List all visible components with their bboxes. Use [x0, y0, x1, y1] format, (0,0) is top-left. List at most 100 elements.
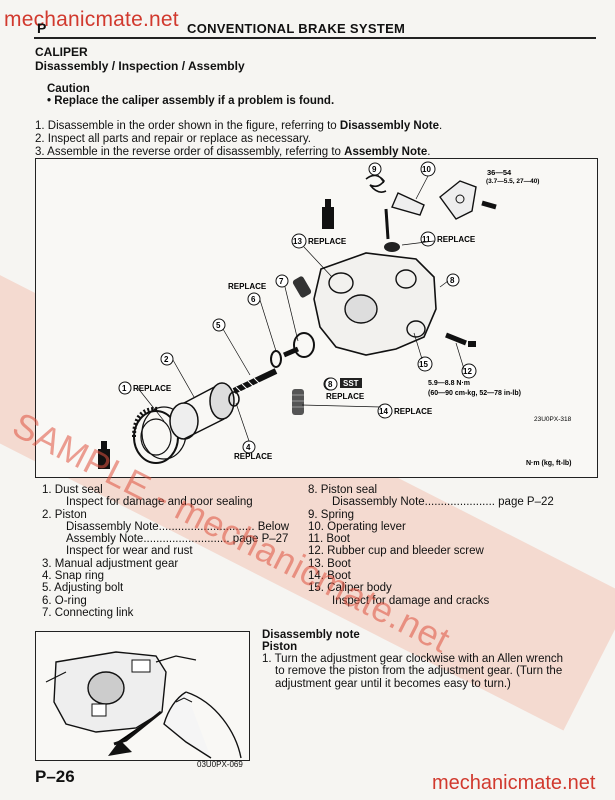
parts-list-item: 5. Adjusting bolt	[42, 582, 124, 595]
grease-bottle-2	[98, 441, 110, 469]
parts-list-item: 9. Spring	[308, 508, 355, 521]
svg-text:15: 15	[419, 360, 428, 369]
replace-label-1: REPLACE	[133, 384, 172, 393]
parts-list-item: 8. Piston seal	[308, 484, 378, 496]
parts-list-item: 6. O-ring	[42, 594, 87, 607]
svg-text:7: 7	[279, 277, 284, 286]
caution-bullet: • Replace the caliper assembly if a prob…	[47, 95, 335, 107]
callout-9: 9	[368, 162, 382, 176]
section-subtitle: Disassembly / Inspection / Assembly	[35, 59, 245, 73]
piston-removal-figure	[35, 631, 250, 761]
callout-6: REPLACE 6	[228, 282, 267, 306]
operating-lever-drawing	[365, 174, 425, 252]
piston-seal-drawing	[293, 332, 315, 358]
step-3: 3. Assemble in the reverse order of disa…	[35, 146, 431, 158]
callout-8-real: 8	[446, 273, 460, 287]
snap-ring-drawing	[228, 391, 240, 407]
bracket-drawing	[439, 180, 497, 220]
callout-10: 10	[420, 161, 436, 177]
exploded-view-figure: 1 REPLACE 2 3 4 REPLACE 5 REPLACE 6 7	[35, 158, 598, 478]
replace-label-14: REPLACE	[394, 407, 433, 416]
parts-list-item: Inspect for damage and poor sealing	[66, 496, 253, 509]
callout-11: 11 REPLACE	[420, 231, 476, 247]
replace-label-13: REPLACE	[308, 237, 347, 246]
svg-text:8: 8	[450, 276, 455, 285]
header-rule	[34, 37, 596, 39]
parts-list-item: Disassembly Note...................... p…	[332, 496, 554, 509]
svg-text:12: 12	[463, 367, 472, 376]
callout-4: 4 REPLACE	[234, 440, 273, 461]
parts-list-item: 13. Boot	[308, 557, 351, 570]
header-title: CONVENTIONAL BRAKE SYSTEM	[187, 21, 406, 36]
svg-text:6: 6	[251, 295, 256, 304]
replace-label-6: REPLACE	[228, 282, 267, 291]
svg-text:5: 5	[216, 321, 221, 330]
svg-text:13: 13	[293, 237, 302, 246]
o-ring-drawing	[270, 350, 282, 368]
svg-text:14: 14	[379, 407, 388, 416]
step-2: 2. Inspect all parts and repair or repla…	[35, 133, 311, 145]
callout-14: 14 REPLACE	[377, 403, 433, 419]
callout-5: 5	[212, 318, 226, 332]
section-letter: P	[37, 20, 47, 36]
replace-label-11: REPLACE	[437, 235, 476, 244]
parts-list-item: Assembly Note...........................…	[66, 533, 289, 546]
procedure-steps: 1. Disassemble in the order shown in the…	[35, 120, 442, 159]
parts-list-item: 1. Dust seal	[42, 484, 103, 496]
step-1: 1. Disassemble in the order shown in the…	[35, 120, 443, 132]
callout-1: 1 REPLACE	[118, 381, 172, 395]
parts-list-item: 10. Operating lever	[308, 520, 406, 533]
svg-text:10: 10	[422, 165, 431, 174]
section-title: CALIPER	[35, 45, 88, 59]
torque-spec-1: 36—54	[487, 168, 512, 177]
bleeder-screw-drawing	[445, 332, 467, 346]
callout-13: 13 REPLACE	[291, 233, 347, 249]
figure-code: 23U0PX-318	[534, 416, 572, 423]
parts-list-item: 7. Connecting link	[42, 606, 134, 619]
torque-unit: N·m (kg, ft-lb)	[526, 460, 572, 467]
disassembly-note-title: Disassembly note	[262, 629, 360, 641]
disassembly-note-subtitle: Piston	[262, 641, 298, 653]
rubber-cup-drawing	[468, 341, 476, 347]
adjusting-bolt-drawing	[232, 368, 278, 394]
parts-list-item: Inspect for damage and cracks	[332, 594, 490, 607]
torque-spec-2b: (60—90 cm-kg, 52—78 in-lb)	[428, 390, 521, 397]
svg-text:2: 2	[164, 355, 169, 364]
boot-13-drawing	[292, 276, 312, 298]
sst-badge: SST	[343, 379, 359, 388]
watermark-bottom: mechanicmate.net	[432, 772, 596, 794]
svg-text:9: 9	[372, 165, 377, 174]
parts-list-item: 4. Snap ring	[42, 570, 105, 583]
torque-spec-1b: (3.7—5.5, 27—40)	[486, 178, 539, 185]
parts-list-item: Disassembly Note........................…	[66, 520, 290, 533]
replace-label-4: REPLACE	[234, 452, 273, 461]
svg-text:8: 8	[328, 380, 333, 389]
callout-7: 7	[275, 274, 289, 288]
callout-15: 15	[417, 356, 433, 372]
disassembly-note-text: 1. Turn the adjustment gear clockwise wi…	[262, 653, 564, 690]
boot-14-drawing	[292, 389, 304, 415]
grease-bottle-1	[322, 199, 334, 229]
svg-text:4: 4	[246, 443, 251, 452]
callout-12: 12	[461, 363, 477, 379]
small-figure-code: 03U0PX-069	[197, 760, 243, 769]
parts-list-item: 12. Rubber cup and bleeder screw	[308, 545, 484, 558]
caliper-body-drawing	[313, 252, 437, 356]
caution-heading: Caution	[47, 83, 90, 95]
callout-2: 2	[160, 352, 174, 366]
parts-list-item: 14. Boot	[308, 570, 351, 583]
torque-spec-2: 5.9—8.8 N·m	[428, 380, 470, 387]
piston-removal-drawing	[45, 651, 242, 759]
piston-drawing	[169, 382, 235, 440]
parts-list-item: 3. Manual adjustment gear	[42, 557, 179, 570]
watermark-top: mechanicmate.net	[4, 8, 179, 31]
parts-list-item: 15. Caliper body	[308, 582, 392, 595]
svg-text:1: 1	[122, 384, 127, 393]
replace-label-8: REPLACE	[326, 392, 365, 401]
parts-list-item: 2. Piston	[42, 508, 87, 521]
exploded-view-drawing: 1 REPLACE 2 3 4 REPLACE 5 REPLACE 6 7	[98, 161, 572, 469]
callout-8: 8 SST REPLACE	[324, 377, 365, 401]
page-number: P–26	[35, 767, 75, 786]
